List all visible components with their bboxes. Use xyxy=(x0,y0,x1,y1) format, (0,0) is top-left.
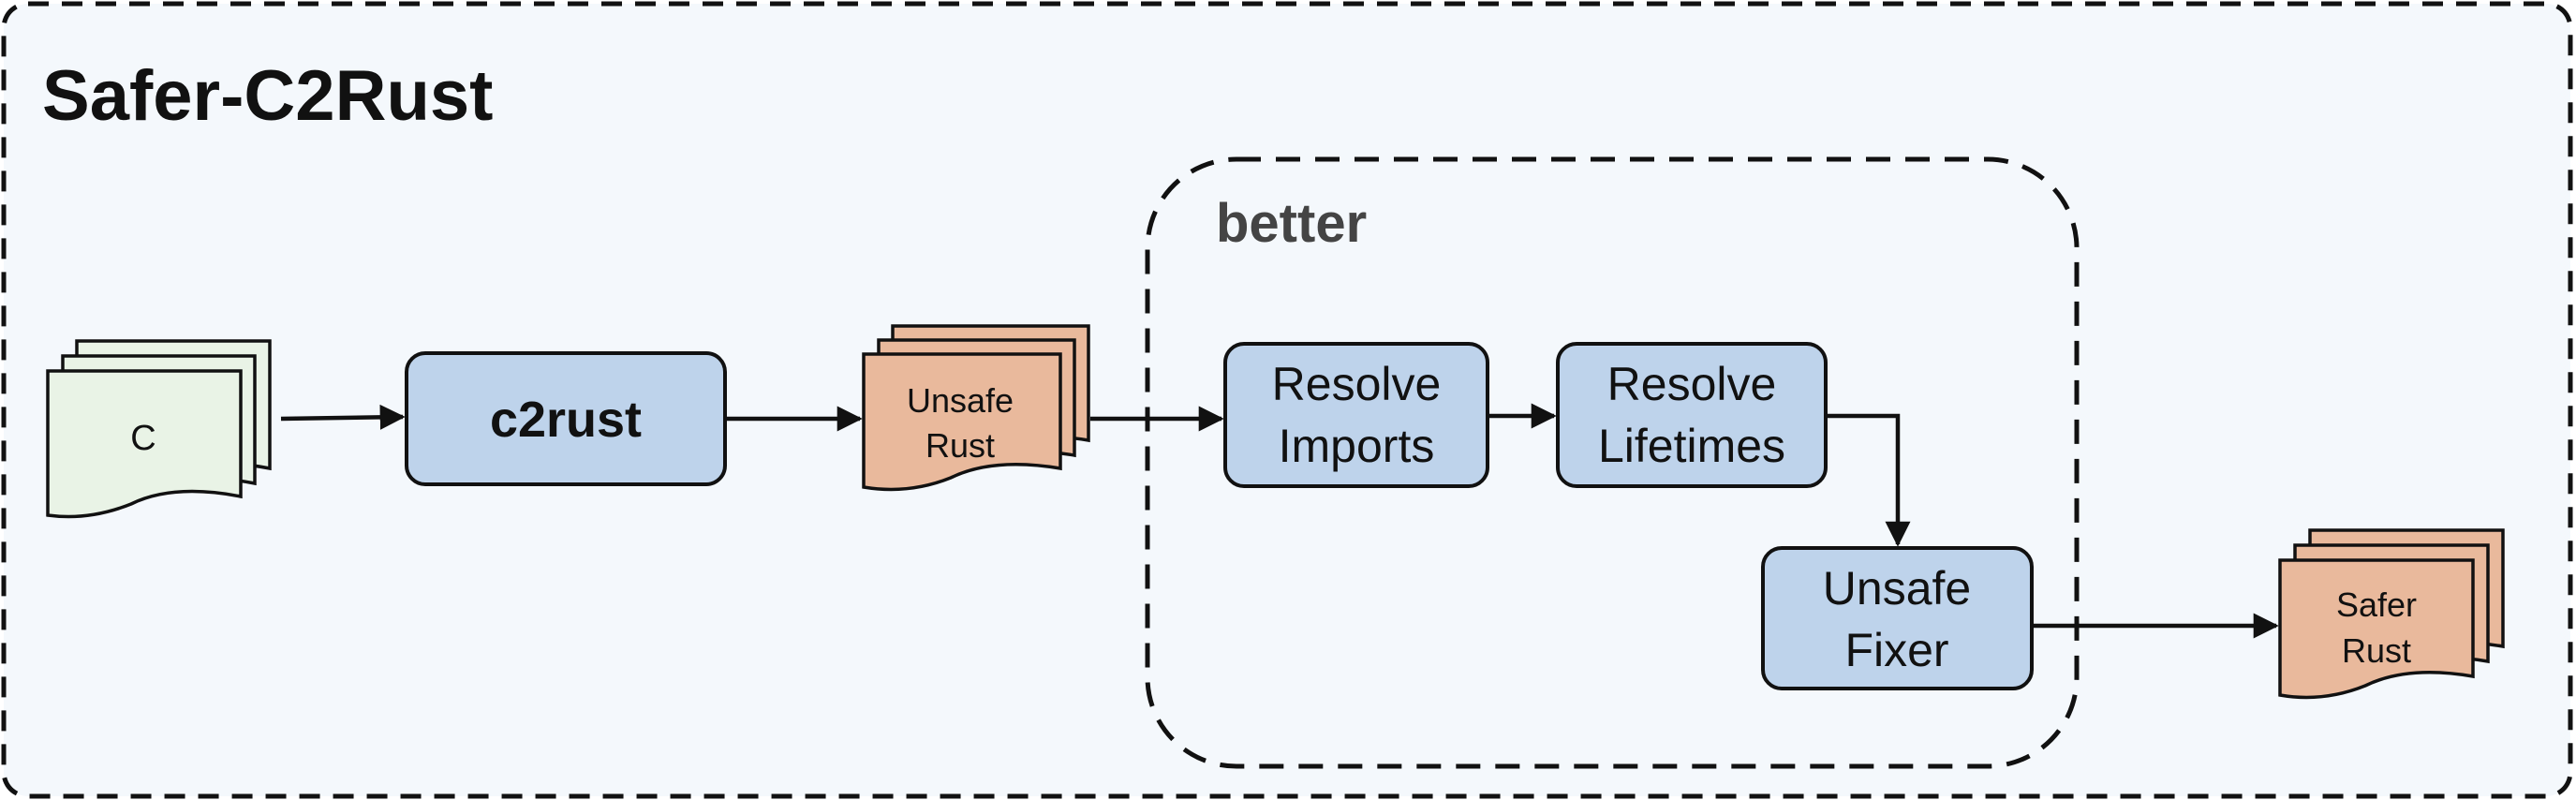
unsafe-fixer-label-line1: Unsafe xyxy=(1823,562,1971,615)
c-document-label: C xyxy=(130,419,155,458)
resolve-lifetimes-box xyxy=(1556,342,1828,488)
better-group-label: better xyxy=(1216,193,1367,254)
unsafe-rust-document-stack: Unsafe Rust xyxy=(862,324,1090,492)
unsafe-fixer-label-line2: Fixer xyxy=(1844,624,1948,676)
arrow-lifetimes-to-fixer xyxy=(1828,413,1911,547)
safer-rust-label-line2: Rust xyxy=(2342,631,2411,670)
safer-rust-label-line1: Safer xyxy=(2336,585,2417,624)
resolve-imports-label-line1: Resolve xyxy=(1272,358,1442,410)
unsafe-rust-label-line2: Rust xyxy=(925,426,995,465)
unsafe-fixer-box xyxy=(1761,546,2034,690)
better-group xyxy=(1145,156,2080,769)
diagram-title: Safer-C2Rust xyxy=(42,56,493,136)
c2rust-box xyxy=(405,351,727,486)
safer-rust-document-stack: Safer Rust xyxy=(2278,528,2505,700)
resolve-lifetimes-label-line1: Resolve xyxy=(1607,358,1777,410)
c-document-stack: C xyxy=(46,339,272,519)
resolve-imports-box xyxy=(1223,342,1489,488)
flow-arrows xyxy=(280,403,2279,639)
arrow-c-to-c2rust xyxy=(280,404,406,430)
resolve-lifetimes-label-line2: Lifetimes xyxy=(1598,420,1785,472)
resolve-imports-label-line2: Imports xyxy=(1279,420,1435,472)
c2rust-label: c2rust xyxy=(490,392,642,448)
unsafe-rust-label-line1: Unsafe xyxy=(907,381,1014,420)
